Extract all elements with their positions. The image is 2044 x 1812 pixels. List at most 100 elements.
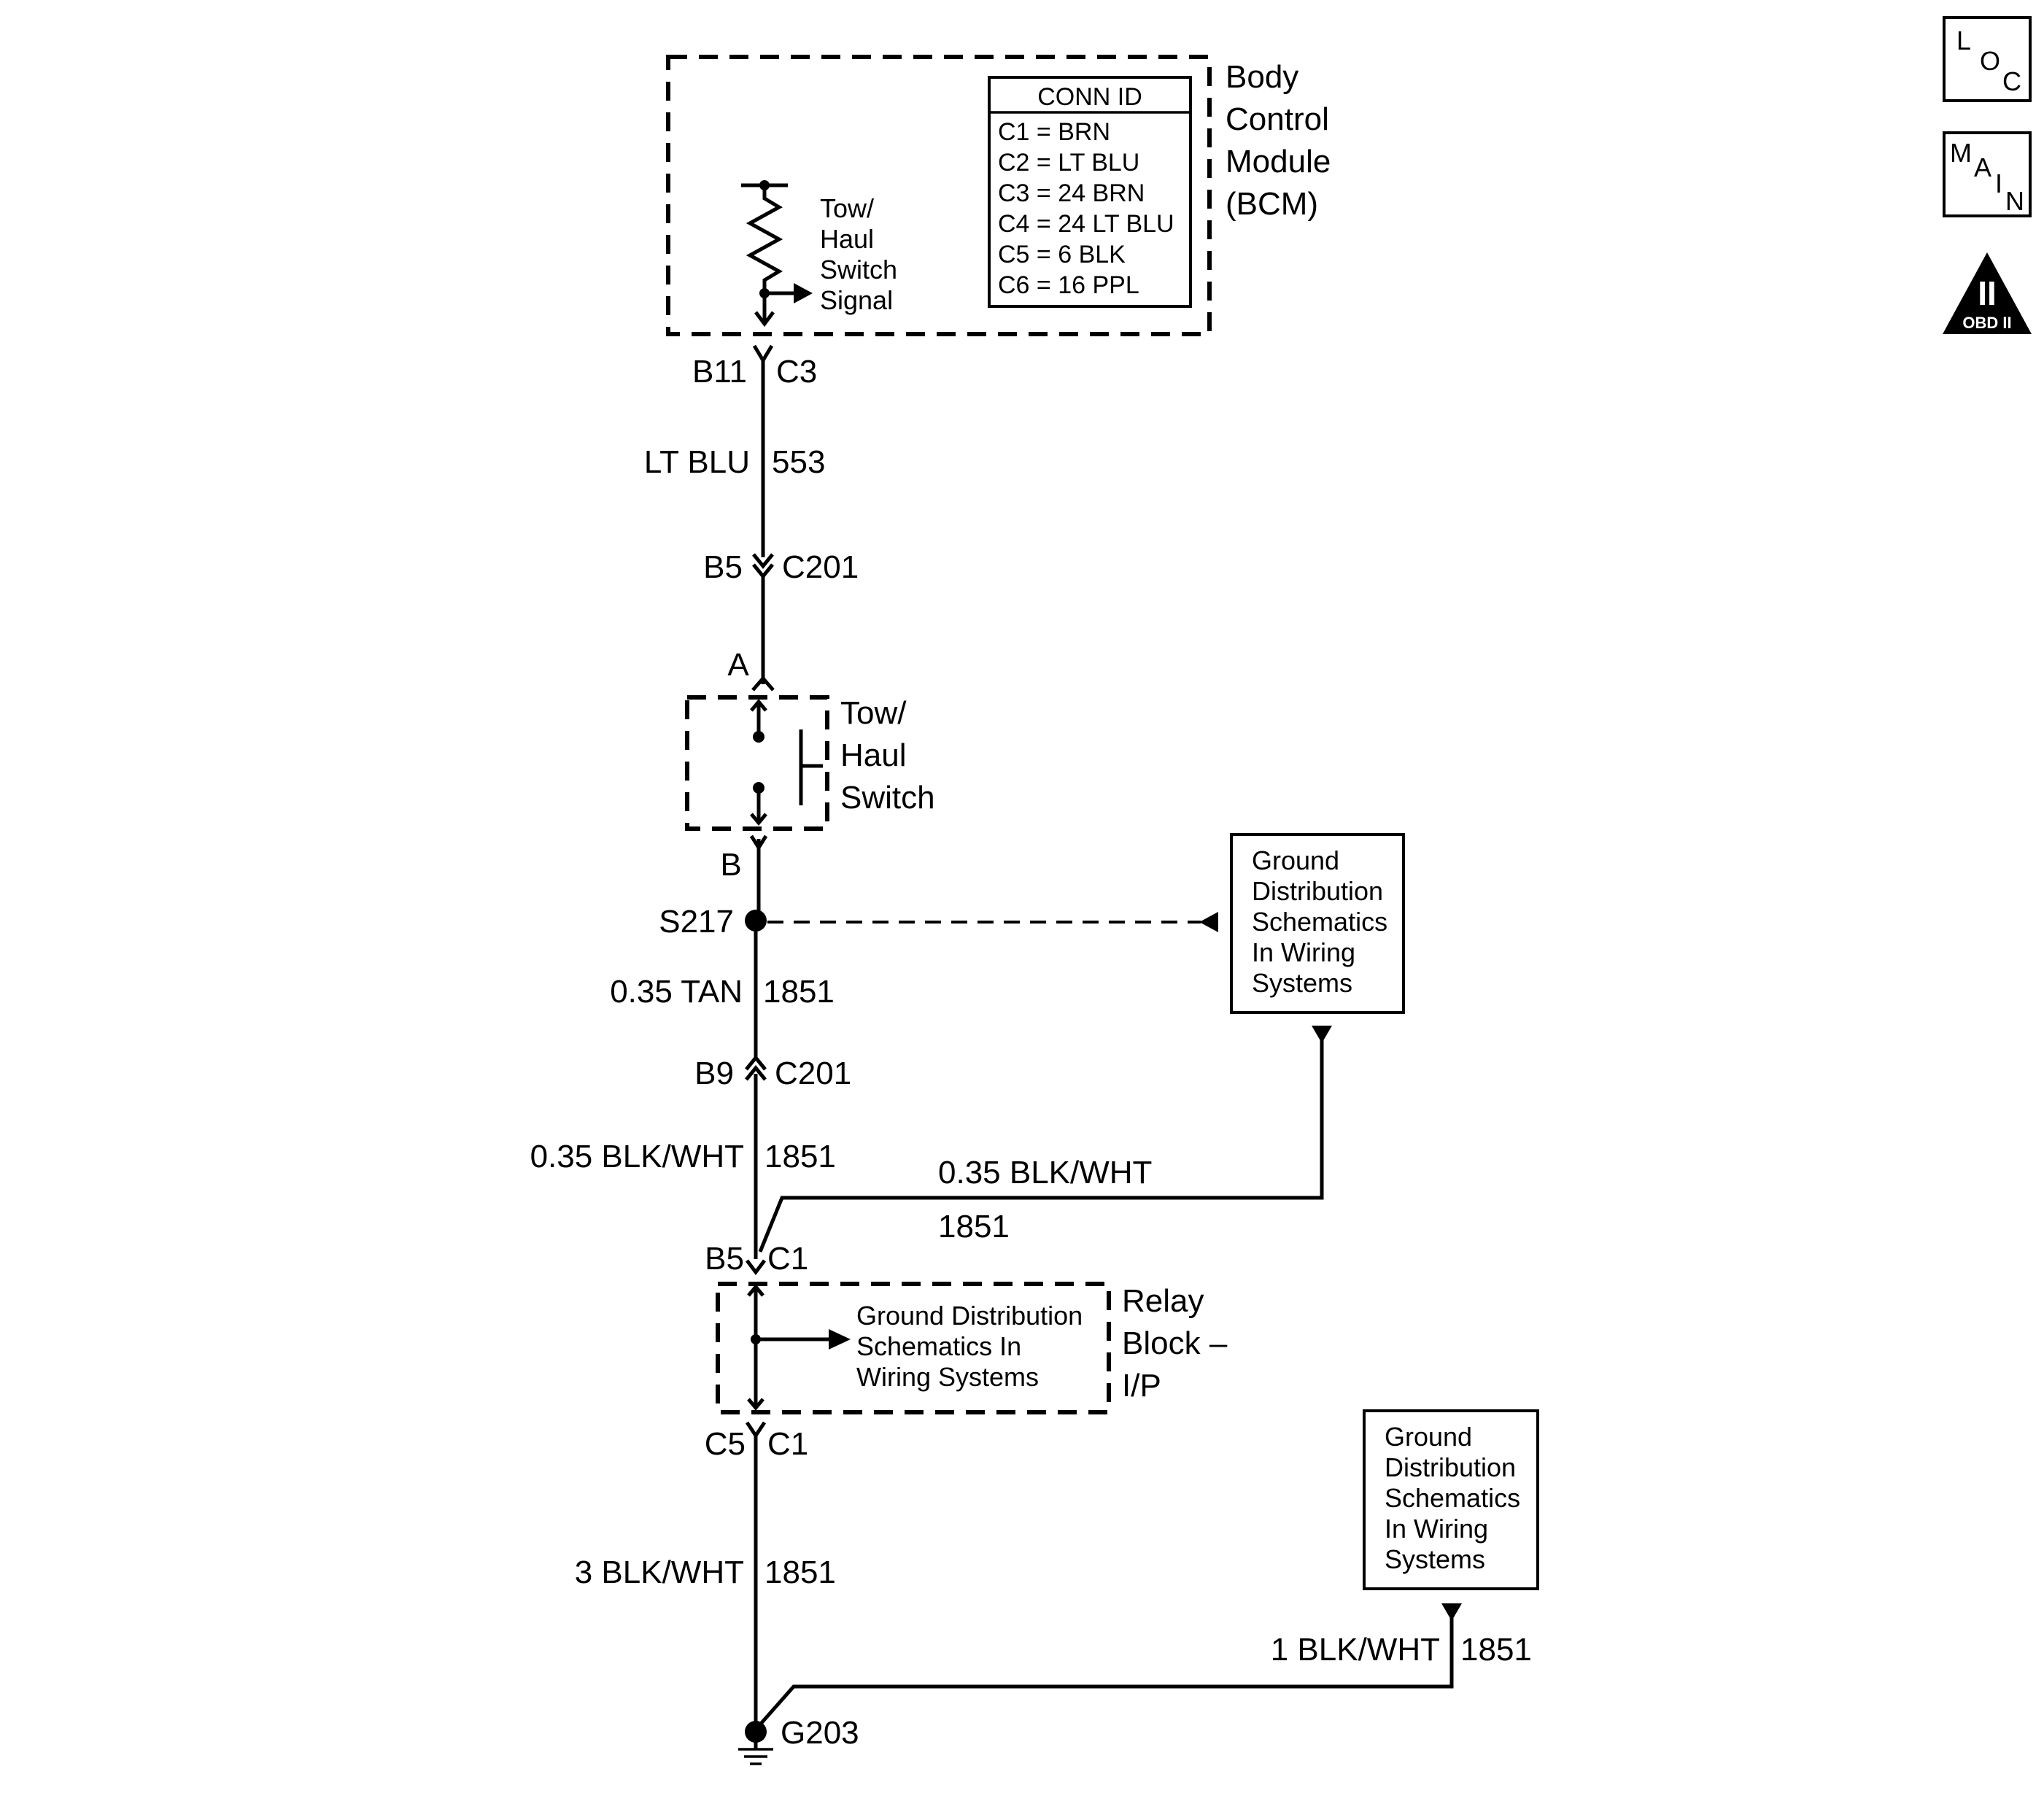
svg-text:C1: C1 [767,1426,808,1462]
obd-ii-icon[interactable]: II OBD II [1943,252,2032,334]
svg-text:Control: Control [1226,101,1329,137]
wire-553-label: LT BLU 553 [644,444,826,480]
switch-outline [685,695,829,831]
svg-text:C1 = BRN: C1 = BRN [998,118,1110,146]
svg-text:C3 = 24 BRN: C3 = 24 BRN [998,179,1145,207]
svg-text:B: B [720,847,741,883]
svg-text:A: A [1974,152,1991,182]
wire-1851-blkwht-a-label: 0.35 BLK/WHT 1851 [530,1139,836,1174]
svg-text:Ground: Ground [1385,1422,1472,1452]
svg-text:N: N [2005,186,2024,216]
svg-text:Schematics: Schematics [1385,1483,1520,1513]
svg-text:(BCM): (BCM) [1226,186,1318,222]
svg-text:C5 = 6 BLK: C5 = 6 BLK [998,241,1126,268]
svg-text:1851: 1851 [938,1209,1010,1244]
svg-text:C2 = LT BLU: C2 = LT BLU [998,149,1139,177]
svg-text:Switch: Switch [820,255,897,284]
svg-text:B5: B5 [703,549,743,585]
svg-text:Haul: Haul [820,224,874,254]
svg-text:1851: 1851 [764,1139,836,1174]
splice-s217: S217 [659,904,767,940]
svg-text:Systems: Systems [1252,968,1352,998]
svg-text:Relay: Relay [1122,1283,1204,1319]
svg-text:C6 = 16 PPL: C6 = 16 PPL [998,271,1139,299]
svg-text:Haul: Haul [840,737,907,773]
wire-1851-ground-branch-label: 1 BLK/WHT 1851 [1271,1632,1532,1668]
wire-1851-ground-branch [759,1603,1462,1726]
bcm-pullup-resistor [741,180,813,328]
svg-text:O: O [1980,46,2000,76]
svg-text:Switch: Switch [840,780,935,816]
svg-text:Tow/: Tow/ [840,695,907,731]
svg-text:LT BLU: LT BLU [644,444,750,480]
bcm-title: Body Control Module (BCM) [1226,59,1331,222]
svg-text:I/P: I/P [1122,1368,1161,1403]
svg-text:OBD II: OBD II [1962,314,2011,332]
wire-1851-branch [758,1026,1332,1252]
svg-text:Systems: Systems [1385,1544,1485,1574]
svg-text:Block –: Block – [1122,1325,1228,1361]
svg-text:1851: 1851 [764,1554,836,1590]
svg-text:A: A [727,647,749,683]
bcm-signal-label: Tow/ Haul Switch Signal [820,193,897,315]
tow-haul-switch-contacts [750,699,823,826]
switch-pin-a: A [727,647,775,692]
relay-block-outline [716,1282,1111,1414]
svg-text:II: II [1978,274,1997,312]
svg-text:0.35 TAN: 0.35 TAN [610,974,743,1010]
relay-block-internal [747,1284,851,1411]
svg-text:Schematics In: Schematics In [856,1331,1021,1361]
svg-text:C201: C201 [782,549,859,585]
relay-input-connector: B5 C1 [705,1241,808,1277]
svg-text:Distribution: Distribution [1252,876,1383,906]
svg-text:1 BLK/WHT: 1 BLK/WHT [1271,1632,1440,1668]
svg-text:C201: C201 [775,1056,851,1091]
svg-text:Distribution: Distribution [1385,1452,1516,1482]
svg-text:B5: B5 [705,1241,744,1277]
svg-text:0.35 BLK/WHT: 0.35 BLK/WHT [938,1155,1152,1190]
svg-text:In Wiring: In Wiring [1252,937,1355,967]
wire-1851-tan-label: 0.35 TAN 1851 [610,974,835,1010]
svg-text:C1: C1 [767,1241,808,1277]
loc-icon[interactable]: L O C [1943,16,2032,102]
ground-reference-box-1[interactable]: Ground Distribution Schematics In Wiring… [1230,833,1405,1014]
conn-id-table: CONN ID C1 = BRN C2 = LT BLU C3 = 24 BRN… [988,76,1192,308]
c201-top-connector: B5 C201 [703,549,859,585]
main-icon[interactable]: M A I N [1943,131,2032,217]
svg-text:B9: B9 [694,1056,734,1091]
tow-haul-switch-title: Tow/ Haul Switch [840,695,935,816]
svg-text:I: I [1995,169,2002,198]
svg-text:In Wiring: In Wiring [1385,1514,1488,1544]
svg-text:L: L [1956,26,1971,55]
svg-text:C4 = 24 LT BLU: C4 = 24 LT BLU [998,210,1174,238]
svg-text:553: 553 [772,444,825,480]
svg-text:1851: 1851 [763,974,835,1010]
svg-text:M: M [1950,138,1972,168]
c201-bottom-connector: B9 C201 [694,1055,851,1091]
ground-g203-label: G203 [781,1715,859,1751]
svg-text:CONN ID: CONN ID [1037,83,1142,111]
svg-text:Schematics: Schematics [1252,907,1387,937]
ground-g203-icon [738,1721,773,1765]
svg-text:Tow/: Tow/ [820,193,874,223]
svg-text:0.35 BLK/WHT: 0.35 BLK/WHT [530,1139,744,1174]
bcm-outline [666,55,1212,336]
svg-text:B11: B11 [692,354,747,390]
svg-text:Module: Module [1226,144,1331,179]
svg-text:1851: 1851 [1460,1632,1532,1668]
svg-text:C5: C5 [705,1426,746,1462]
wire-1851-heavy-label: 3 BLK/WHT 1851 [575,1554,836,1590]
svg-text:Ground Distribution: Ground Distribution [856,1301,1083,1331]
svg-text:S217: S217 [659,904,734,940]
relay-block-title: Relay Block – I/P [1122,1283,1228,1403]
svg-text:Wiring Systems: Wiring Systems [856,1362,1039,1392]
svg-text:Ground: Ground [1252,845,1339,875]
bcm-connector: B11 C3 [692,344,817,390]
svg-text:C: C [2002,66,2021,96]
wire-1851-branch-label: 0.35 BLK/WHT 1851 [938,1155,1152,1244]
svg-text:3 BLK/WHT: 3 BLK/WHT [575,1554,744,1590]
svg-text:Signal: Signal [820,285,893,315]
relay-block-ref-text[interactable]: Ground Distribution Schematics In Wiring… [856,1301,1083,1392]
ground-reference-box-2[interactable]: Ground Distribution Schematics In Wiring… [1363,1409,1539,1590]
